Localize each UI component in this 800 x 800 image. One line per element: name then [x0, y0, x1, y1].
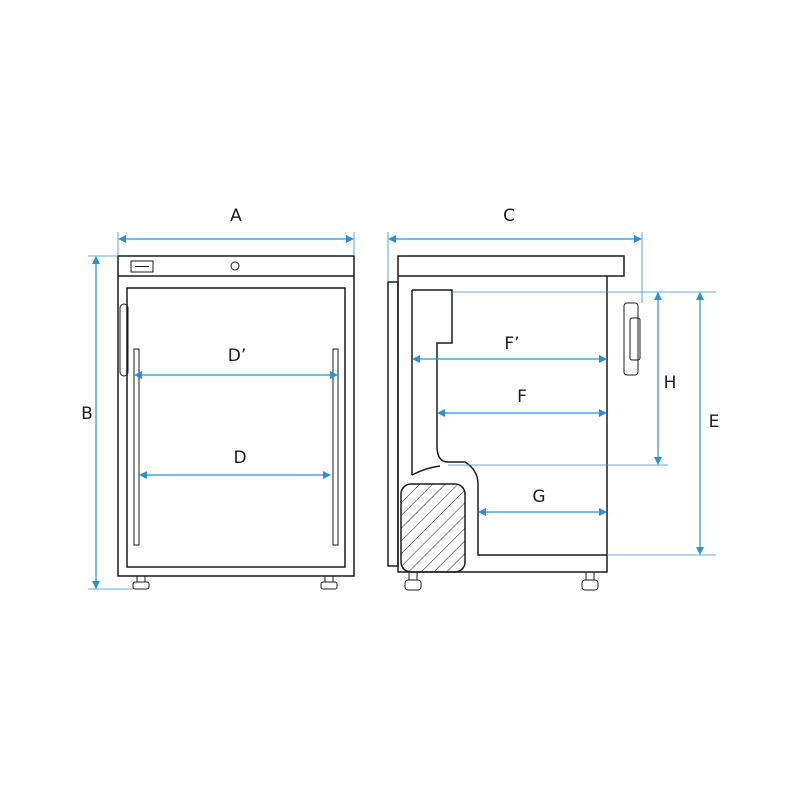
- side-handle: [623, 302, 639, 376]
- label-d: D: [233, 448, 246, 468]
- label-a: A: [230, 206, 242, 226]
- door-handle: [119, 303, 129, 377]
- dimension-g: [478, 508, 607, 516]
- label-f-prime: F’: [504, 334, 519, 354]
- front-right-foot: [320, 575, 338, 590]
- dimension-a: [117, 232, 355, 256]
- dimension-f: [437, 409, 607, 417]
- label-e: E: [709, 412, 720, 432]
- dimension-b: [88, 255, 133, 590]
- dimension-c: [387, 232, 643, 303]
- right-door-gasket: [332, 348, 339, 546]
- door-profile: [387, 281, 399, 567]
- front-left-foot: [132, 575, 150, 590]
- compressor-compartment: [400, 483, 466, 573]
- left-door-gasket: [133, 348, 140, 546]
- side-view: [387, 255, 641, 591]
- label-d-prime: D’: [228, 346, 247, 366]
- liner-front-curve: [411, 465, 441, 476]
- label-h: H: [664, 373, 677, 393]
- dimension-h: [448, 291, 716, 466]
- label-f: F: [517, 387, 527, 407]
- dimension-d-prime: [134, 371, 338, 379]
- front-view: [117, 255, 355, 590]
- glass-door-frame: [126, 287, 346, 568]
- dimension-f-prime: [412, 355, 607, 363]
- label-c: C: [503, 206, 515, 226]
- side-right-foot: [581, 571, 599, 591]
- front-cabinet-outline: [117, 255, 355, 577]
- side-left-foot: [404, 571, 422, 591]
- lock-icon: [230, 261, 240, 271]
- dimension-e: [607, 292, 716, 556]
- label-g: G: [532, 487, 545, 507]
- side-handle-grip: [629, 317, 641, 361]
- display-icon: [130, 260, 154, 273]
- dimension-d: [139, 471, 331, 479]
- label-b: B: [81, 404, 93, 424]
- inner-liner: [412, 289, 607, 556]
